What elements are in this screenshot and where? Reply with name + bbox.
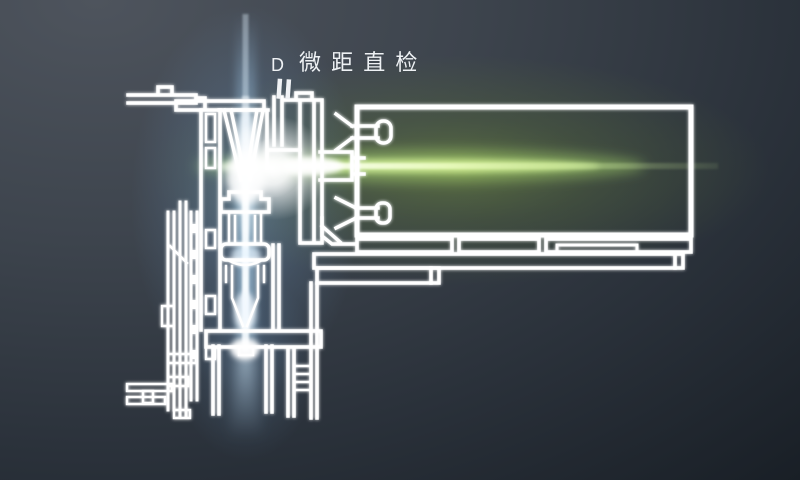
rail-screw-marks — [190, 224, 196, 359]
dimension-ticks-icon — [276, 78, 292, 100]
diagram-title: 微 距 直 检 — [299, 50, 420, 75]
left-guide-rail — [160, 200, 199, 420]
beam-origin-flare — [218, 116, 342, 237]
left-lower-brackets — [125, 382, 174, 406]
top-left-bracket — [126, 85, 207, 110]
linear-rails — [312, 237, 693, 285]
support-legs — [211, 243, 319, 420]
marker-d-label: D — [271, 55, 285, 75]
